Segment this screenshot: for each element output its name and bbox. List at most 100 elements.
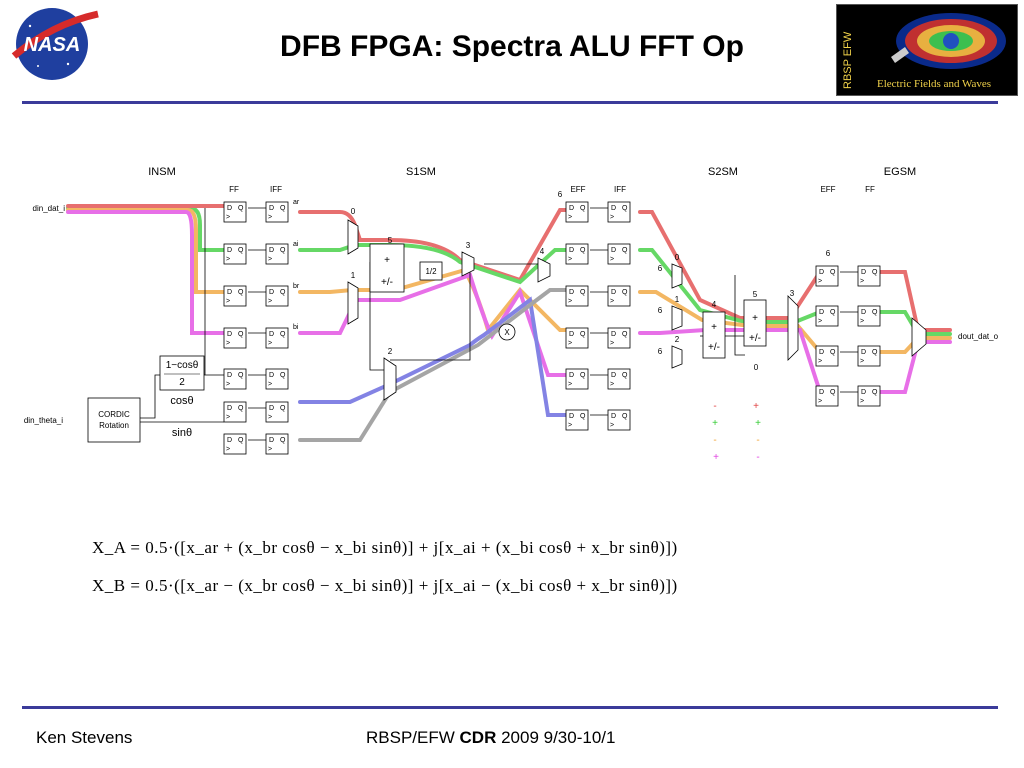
register-label-reg_q: Q xyxy=(280,405,286,412)
register-label-reg_clk: > xyxy=(818,358,822,365)
register-3 xyxy=(223,327,247,349)
register-label-reg_q: Q xyxy=(830,269,836,276)
register-label-reg_q: Q xyxy=(238,205,244,212)
output-dout-dat: dout_dat_o xyxy=(958,332,999,341)
register-label-reg_q: Q xyxy=(622,331,628,338)
register-label-reg_d: D xyxy=(611,413,616,420)
register-label-reg_clk: > xyxy=(268,414,272,421)
register-label-reg_q: Q xyxy=(580,331,586,338)
register-label-reg_q: Q xyxy=(238,372,244,379)
register-label-reg_d: D xyxy=(611,247,616,254)
stage-s2-2: 2 xyxy=(675,335,680,344)
col-eff-2: EFF xyxy=(820,185,835,194)
register-label-reg_clk: > xyxy=(860,398,864,405)
adder-s2a xyxy=(702,311,726,359)
stage-s2-1: 1 xyxy=(675,295,680,304)
register-label-reg_q: Q xyxy=(238,289,244,296)
stage-s2-6b: 6 xyxy=(658,306,663,315)
register-label-reg_d: D xyxy=(227,331,232,338)
register-label-reg_d: D xyxy=(611,331,616,338)
register-8 xyxy=(265,243,289,265)
register-label-reg_clk: > xyxy=(568,298,572,305)
section-insm: INSM xyxy=(148,166,176,178)
equation-xb-text: X_B = 0.5·([x_ar − (x_br cosθ − x_bi sin… xyxy=(92,576,678,595)
signal-ai: ai xyxy=(293,241,299,248)
register-label-reg_clk: > xyxy=(226,340,230,347)
register-0 xyxy=(223,201,247,223)
sign-r2c2: + xyxy=(755,418,761,429)
adder-s2a-plusminus: +/- xyxy=(708,342,720,353)
rbsp-efw-logo: RBSP EFW Electric Fields and Waves xyxy=(836,4,1018,96)
stage-s2-6c: 6 xyxy=(658,347,663,356)
sign-r3c2: - xyxy=(756,435,759,446)
stage-s2-5: 5 xyxy=(753,290,758,299)
register-label-reg_clk: > xyxy=(568,340,572,347)
stage-s2-4: 4 xyxy=(712,300,717,309)
footer-event-bold: CDR xyxy=(459,728,497,747)
footer-author: Ken Stevens xyxy=(36,728,133,747)
register-33 xyxy=(857,385,881,407)
coeff-block-1-cos xyxy=(159,355,205,391)
stage-5: 5 xyxy=(388,236,393,245)
register-4 xyxy=(223,368,247,390)
register-label-reg_d: D xyxy=(611,205,616,212)
stage-s2-6a: 6 xyxy=(658,264,663,273)
register-label-reg_d: D xyxy=(861,389,866,396)
sign-r1c2: + xyxy=(753,401,759,412)
register-14 xyxy=(565,201,589,223)
col-iff: IFF xyxy=(270,185,282,194)
register-20 xyxy=(607,201,631,223)
register-1 xyxy=(223,243,247,265)
register-label-reg_d: D xyxy=(611,289,616,296)
register-label-reg_q: Q xyxy=(830,389,836,396)
col-ff: FF xyxy=(229,185,239,194)
sign-r2c1: + xyxy=(712,418,718,429)
register-label-reg_q: Q xyxy=(622,289,628,296)
stage-6: 6 xyxy=(558,190,563,199)
col-eff: EFF xyxy=(570,185,585,194)
register-label-reg_d: D xyxy=(269,372,274,379)
register-24 xyxy=(607,368,631,390)
stage-0: 0 xyxy=(351,207,356,216)
half-block xyxy=(419,261,443,281)
sign-r3c1: - xyxy=(713,435,716,446)
stage-4: 4 xyxy=(540,247,545,256)
register-label-reg_q: Q xyxy=(280,331,286,338)
register-26 xyxy=(815,265,839,287)
adder-s1 xyxy=(369,243,405,293)
register-11 xyxy=(265,368,289,390)
register-label-reg_clk: > xyxy=(226,214,230,221)
register-15 xyxy=(565,243,589,265)
register-18 xyxy=(565,368,589,390)
mux-3 xyxy=(461,251,475,277)
register-29 xyxy=(815,385,839,407)
register-label-reg_clk: > xyxy=(610,381,614,388)
register-label-reg_d: D xyxy=(227,289,232,296)
register-23 xyxy=(607,327,631,349)
register-label-reg_clk: > xyxy=(860,358,864,365)
stage-1: 1 xyxy=(351,271,356,280)
section-egsm: EGSM xyxy=(884,166,916,178)
register-label-reg_d: D xyxy=(819,269,824,276)
register-label-reg_d: D xyxy=(269,247,274,254)
register-7 xyxy=(265,201,289,223)
register-label-reg_clk: > xyxy=(268,381,272,388)
register-label-reg_clk: > xyxy=(568,381,572,388)
register-label-reg_d: D xyxy=(227,405,232,412)
register-label-reg_q: Q xyxy=(280,205,286,212)
register-label-reg_q: Q xyxy=(238,437,244,444)
register-10 xyxy=(265,327,289,349)
register-label-reg_d: D xyxy=(569,247,574,254)
register-label-reg_d: D xyxy=(227,437,232,444)
register-2 xyxy=(223,285,247,307)
sign-r4c1: + xyxy=(713,452,719,463)
stage-eg-6: 6 xyxy=(826,249,831,258)
register-label-reg_q: Q xyxy=(280,289,286,296)
footer-rule xyxy=(22,706,998,709)
register-27 xyxy=(815,305,839,327)
mux-4 xyxy=(537,257,551,283)
adder-s2b-plusminus: +/- xyxy=(749,333,761,344)
mux-0 xyxy=(347,219,359,255)
register-label-reg_clk: > xyxy=(226,256,230,263)
register-label-reg_clk: > xyxy=(610,214,614,221)
